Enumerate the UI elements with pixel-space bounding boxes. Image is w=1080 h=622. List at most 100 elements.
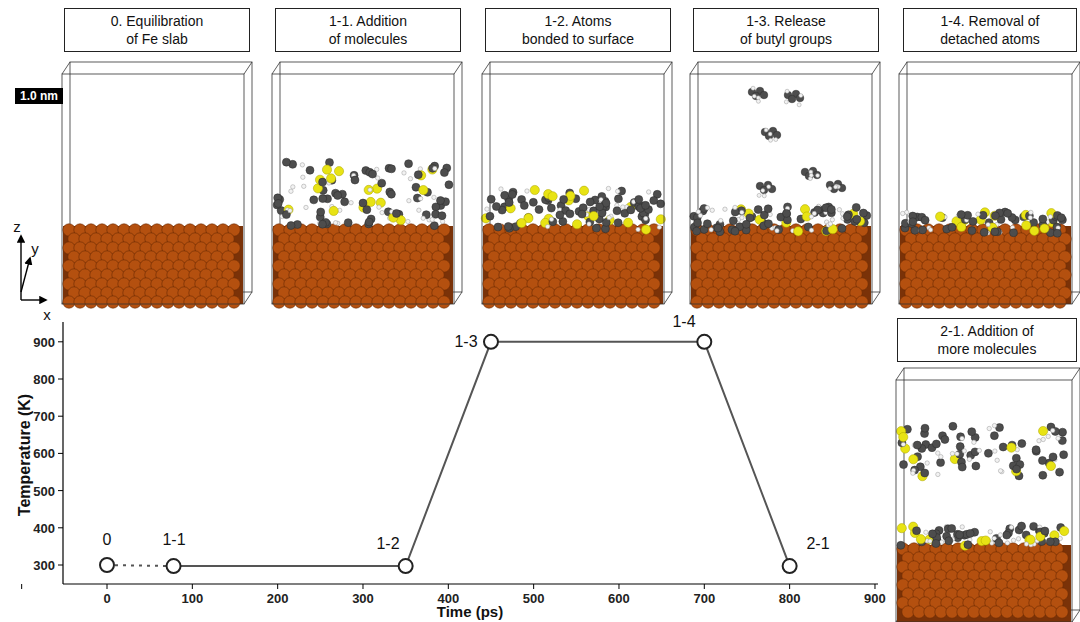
x-tick-label: 700	[693, 591, 715, 606]
molecule-atom	[1053, 229, 1061, 237]
molecule-atom	[859, 209, 867, 217]
molecule-atom	[958, 463, 966, 471]
molecule-atom	[995, 539, 1003, 547]
molecule-atom	[941, 436, 949, 444]
stage-point-label: 2-1	[806, 535, 829, 553]
axis-letter: y	[31, 240, 39, 257]
iron-atom	[582, 296, 594, 308]
molecule-atom	[783, 209, 791, 217]
iron-atom	[757, 296, 769, 308]
iron-atom	[107, 296, 119, 308]
molecule-atom	[719, 218, 723, 222]
molecule-atom	[968, 428, 976, 436]
iron-atom	[372, 296, 384, 308]
iron-slab-base	[691, 226, 871, 304]
iron-atom	[295, 296, 307, 308]
molecule-atom	[775, 229, 779, 233]
molecule-atom	[635, 195, 643, 203]
cell-edge	[1072, 368, 1080, 380]
iron-atom	[416, 296, 428, 308]
cell-back-face	[490, 62, 672, 292]
molecule-atom	[921, 469, 929, 477]
stage-title-box: 0. Equilibration of Fe slab	[64, 8, 250, 52]
butyl-hydrogen	[799, 94, 803, 98]
molecule-atom	[1030, 226, 1039, 235]
molecule-atom	[306, 166, 314, 174]
molecule-atom	[909, 455, 918, 464]
cell-edge	[454, 62, 462, 74]
molecule-atom	[365, 218, 373, 226]
molecule-atom	[984, 449, 992, 457]
molecule-atom	[948, 223, 956, 231]
molecule-atom	[485, 207, 489, 211]
simulation-cell	[896, 368, 1080, 622]
x-tick-label: 900	[864, 591, 886, 606]
molecule-atom	[939, 455, 943, 459]
molecule-atom	[380, 210, 384, 214]
butyl-hydrogen	[751, 86, 755, 90]
iron-atom	[394, 296, 406, 308]
molecule-atom	[928, 228, 932, 232]
axis-letter: x	[43, 306, 51, 323]
iron-atom	[1056, 606, 1068, 618]
molecule-atom	[333, 221, 337, 225]
molecule-atom	[809, 215, 813, 219]
butyl-hydrogen	[769, 138, 773, 142]
iron-atom	[691, 296, 703, 308]
molecule-atom	[904, 210, 908, 214]
butyl-hydrogen	[774, 138, 778, 142]
molecule-atom	[579, 186, 588, 195]
cell-edge	[272, 62, 280, 74]
molecule-atom	[794, 227, 803, 236]
molecule-atom	[592, 224, 600, 232]
molecule-atom	[624, 218, 633, 227]
molecule-atom	[1007, 443, 1016, 452]
butyl-hydrogen	[757, 193, 761, 197]
molecule-atom	[282, 158, 290, 166]
iron-atom	[538, 296, 550, 308]
molecule-atom	[979, 211, 987, 219]
molecule-atom	[432, 195, 436, 199]
iron-atom	[63, 296, 75, 308]
iron-atom	[140, 296, 152, 308]
butyl-hydrogen	[761, 189, 765, 193]
molecule-atom	[827, 205, 835, 213]
cell-edge	[244, 62, 252, 74]
molecule-atom	[900, 211, 904, 215]
molecule-atom	[991, 228, 999, 236]
cell-back-face	[280, 62, 462, 292]
molecule-atom	[499, 187, 503, 191]
iron-atom	[306, 296, 318, 308]
iron-atom	[955, 296, 967, 308]
molecule-atom	[919, 226, 927, 234]
iron-atom	[746, 296, 758, 308]
molecule-atom	[967, 457, 971, 461]
molecule-atom	[525, 189, 529, 193]
molecule-atom	[319, 195, 327, 203]
iron-atom	[328, 296, 340, 308]
molecule-atom	[408, 176, 412, 180]
iron-atom	[922, 296, 934, 308]
iron-slab-base	[897, 545, 1071, 622]
molecule-atom	[549, 217, 553, 221]
iron-atom	[317, 296, 329, 308]
iron-atom	[902, 606, 914, 618]
molecule-atom	[578, 210, 586, 218]
iron-atom	[217, 296, 229, 308]
molecule-atom	[852, 203, 860, 211]
molecule-atom	[517, 218, 526, 227]
molecule-atom	[764, 220, 772, 228]
iron-atom	[968, 606, 980, 618]
molecule-atom	[317, 208, 325, 216]
molecule-atom	[504, 223, 512, 231]
iron-atom	[615, 296, 627, 308]
molecule-atom	[326, 174, 335, 183]
butyl-carbon	[760, 91, 768, 99]
cell-front-face	[62, 74, 244, 304]
molecule-atom	[723, 207, 727, 211]
butyl-hydrogen	[834, 185, 838, 189]
molecule-atom	[960, 436, 964, 440]
stage-point-label: 0	[103, 531, 112, 549]
molecule-atom	[1046, 434, 1050, 438]
